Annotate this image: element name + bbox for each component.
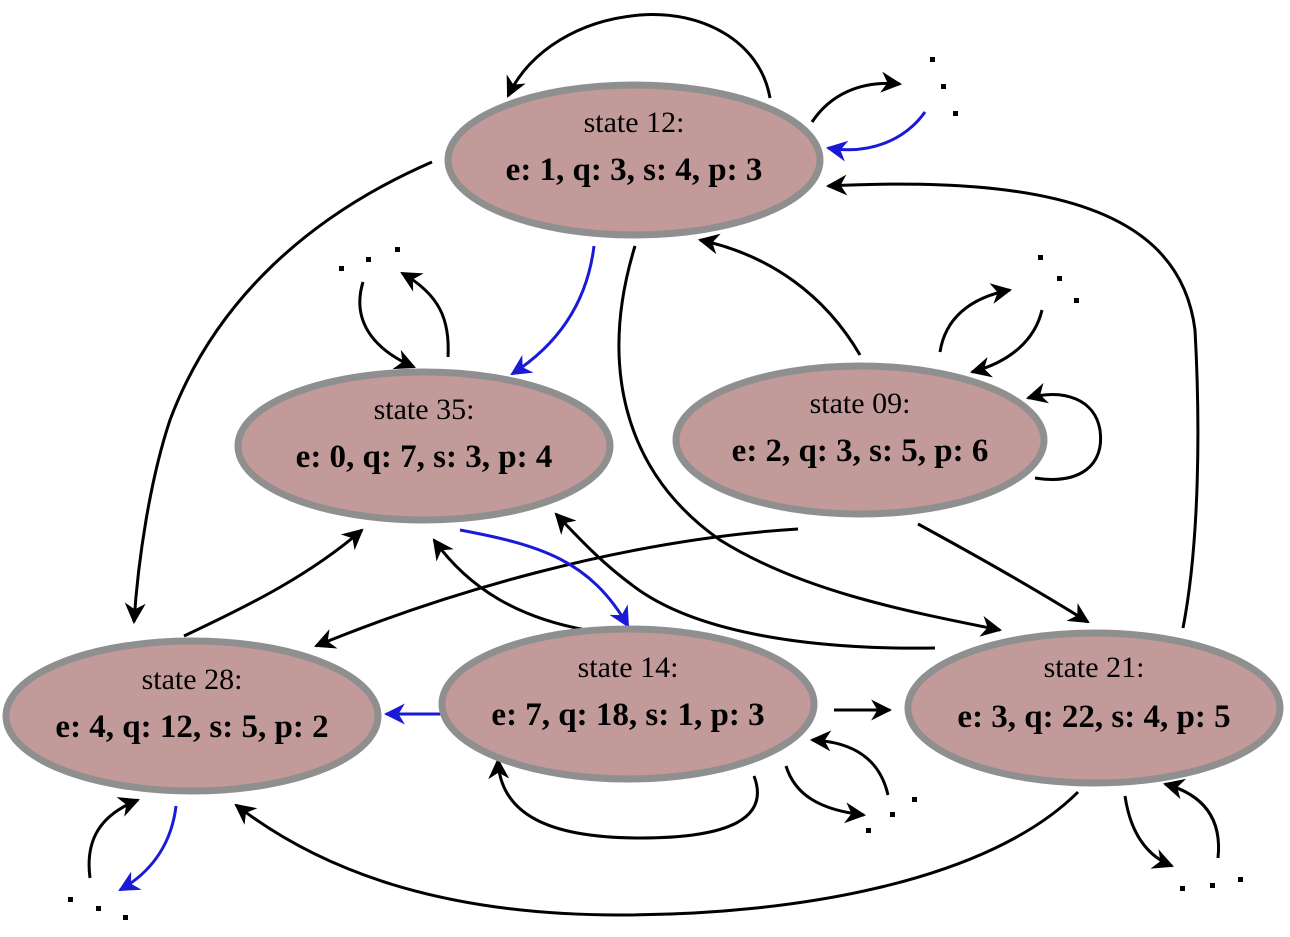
state-node-09-values: e: 2, q: 3, s: 5, p: 6 — [732, 433, 989, 469]
state-node-35-values: e: 0, q: 7, s: 3, p: 4 — [296, 439, 553, 475]
nodes: state 12: e: 1, q: 3, s: 4, p: 3 state 3… — [2, 81, 1284, 795]
state-node-21: state 21: e: 3, q: 22, s: 4, p: 5 — [904, 629, 1284, 787]
ellipsis-marker-bottom-left — [68, 897, 128, 920]
edge-ellipsis-to-s35 — [358, 281, 416, 370]
edge-s12-to-s28 — [124, 160, 433, 625]
edge-s09-to-s12 — [697, 233, 862, 356]
edge-s21-to-s35 — [554, 512, 936, 650]
state-node-28: state 28: e: 4, q: 12, s: 5, p: 2 — [2, 637, 382, 795]
edge-s28-to-ellipsis — [118, 805, 178, 892]
edge-ellipsis-to-s09 — [969, 309, 1044, 378]
edge-s28-to-s35 — [183, 528, 364, 638]
ellipsis-marker-bottom-right — [1180, 877, 1243, 891]
state-node-12-title: state 12: — [584, 106, 685, 139]
ellipsis-markers — [68, 57, 1243, 920]
ellipsis-marker-mid-right — [1038, 255, 1079, 303]
state-node-09: state 09: e: 2, q: 3, s: 5, p: 6 — [672, 362, 1048, 518]
edge-s09-to-ellipsis — [938, 283, 1013, 353]
edges — [87, 12, 1221, 917]
edge-ellipsis-to-s12 — [825, 111, 927, 162]
edge-s14-to-ellipsis — [784, 765, 867, 824]
edge-s12-to-s21 — [617, 245, 1003, 637]
state-node-12-values: e: 1, q: 3, s: 4, p: 3 — [506, 152, 763, 188]
edge-s14-to-s35 — [432, 538, 587, 632]
ellipsis-marker-top-right — [930, 57, 958, 116]
state-node-35: state 35: e: 0, q: 7, s: 3, p: 4 — [234, 368, 614, 524]
state-node-12: state 12: e: 1, q: 3, s: 4, p: 3 — [444, 81, 824, 239]
edge-s12-to-s35 — [510, 245, 596, 376]
edge-ellipsis-to-s28 — [87, 797, 140, 879]
edge-ellipsis-to-s21 — [1162, 778, 1221, 859]
state-node-28-values: e: 4, q: 12, s: 5, p: 2 — [55, 709, 328, 745]
edge-s12-to-ellipsis — [810, 71, 903, 123]
edge-s21-to-s28 — [234, 790, 1080, 917]
edge-s09-self-loop — [1025, 382, 1103, 481]
edge-s12-self-loop — [506, 12, 772, 99]
edge-s09-to-s21 — [917, 522, 1090, 624]
state-node-14-values: e: 7, q: 18, s: 1, p: 3 — [491, 697, 764, 733]
state-node-09-title: state 09: — [810, 387, 911, 420]
state-node-21-title: state 21: — [1044, 651, 1145, 684]
ellipsis-marker-bottom-center — [866, 797, 917, 833]
state-node-28-title: state 28: — [142, 663, 243, 696]
edge-s21-to-s12 — [825, 174, 1200, 629]
state-node-14-title: state 14: — [578, 651, 679, 684]
edge-s35-to-s14 — [459, 528, 630, 628]
edge-s35-to-ellipsis — [400, 271, 450, 358]
edge-s09-to-s28 — [314, 527, 799, 649]
state-node-14: state 14: e: 7, q: 18, s: 1, p: 3 — [438, 625, 818, 783]
ellipsis-marker-mid-left — [339, 247, 400, 271]
edge-s14-self-loop — [488, 757, 759, 840]
state-node-21-values: e: 3, q: 22, s: 4, p: 5 — [957, 699, 1230, 735]
edge-s21-to-ellipsis — [1123, 795, 1174, 869]
state-node-35-title: state 35: — [374, 393, 475, 426]
edge-ellipsis-to-s14 — [809, 730, 890, 796]
